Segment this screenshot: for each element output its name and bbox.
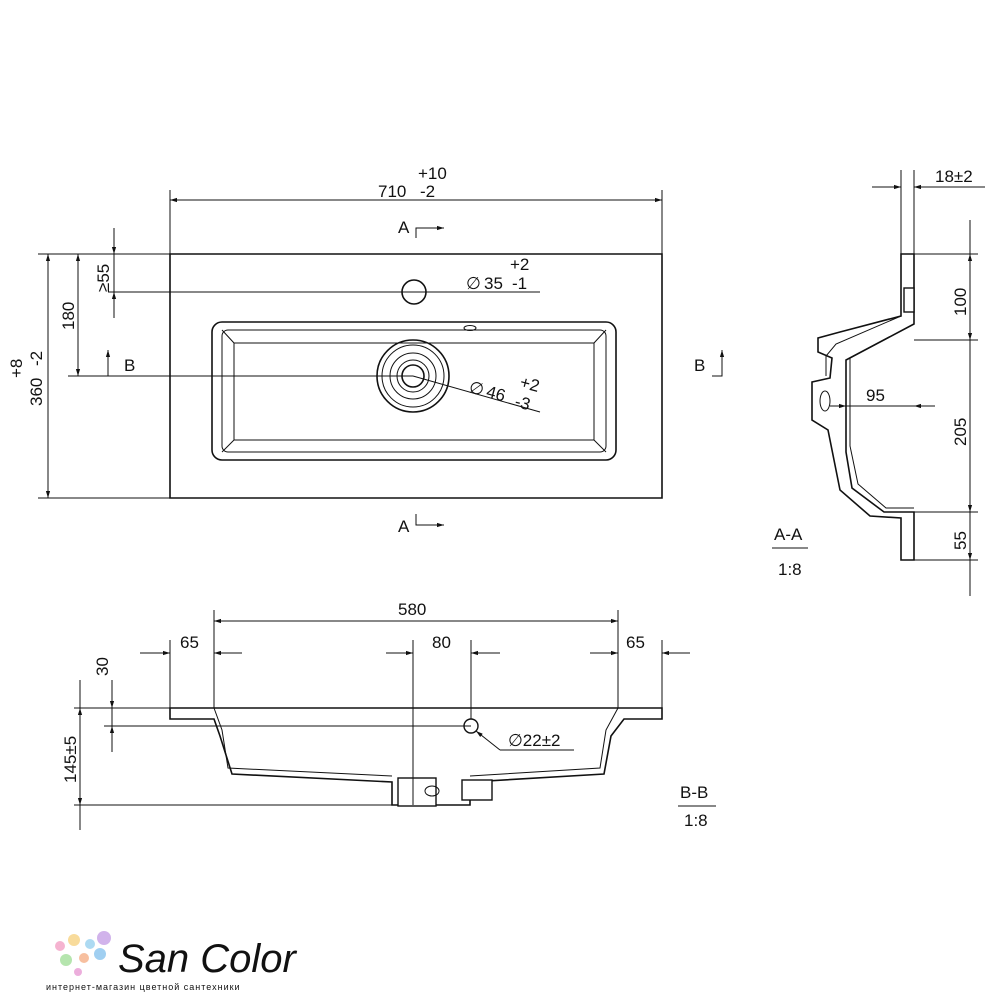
watermark-color-dots bbox=[55, 931, 111, 976]
watermark-dot bbox=[85, 939, 95, 949]
basin-outline bbox=[169, 253, 663, 499]
svg-text:A: A bbox=[398, 218, 410, 237]
top-view: +10 710 -2 +8 360 -2 180 ≥55 +2 ∅ 35 -1 … bbox=[7, 164, 725, 536]
bb-dim-580: 580 bbox=[398, 600, 426, 619]
bb-dim-65-right: 65 bbox=[626, 633, 645, 652]
bb-overflow-channel bbox=[461, 779, 493, 801]
width-dim-upper-tol: +10 bbox=[418, 164, 447, 183]
watermark-brand-name: San Color bbox=[118, 937, 298, 981]
depth-dim-upper-tol: +8 bbox=[7, 359, 26, 378]
dim-180: 180 bbox=[59, 302, 78, 330]
overflow-slot bbox=[463, 325, 477, 331]
watermark-dot bbox=[60, 954, 72, 966]
sancolor-watermark: San Color интернет-магазин цветной санте… bbox=[46, 931, 298, 992]
bb-dim-30: 30 bbox=[93, 657, 112, 676]
aa-dim-95: 95 bbox=[866, 386, 885, 405]
bowl-outer-rim bbox=[211, 321, 617, 461]
drain-lower-tol: -3 bbox=[513, 392, 533, 414]
width-dim-lower-tol: -2 bbox=[420, 182, 435, 201]
aa-dim-55: 55 bbox=[951, 531, 970, 550]
dim-min-55: ≥55 bbox=[94, 264, 113, 292]
bowl-inner-rim bbox=[221, 329, 607, 453]
width-dim-value: 710 bbox=[378, 182, 406, 201]
bb-dim-65-left: 65 bbox=[180, 633, 199, 652]
section-aa: 18±2 100 205 55 95 A-A 1:8 bbox=[772, 167, 985, 596]
section-marker-a-top: A bbox=[398, 218, 444, 238]
tap-hole-upper-tol: +2 bbox=[510, 255, 529, 274]
watermark-dot bbox=[79, 953, 89, 963]
watermark-dot bbox=[94, 948, 106, 960]
bb-section-title: B-B bbox=[680, 783, 708, 802]
depth-dim-lower-tol: -2 bbox=[27, 351, 46, 366]
tap-hole-diameter-symbol: ∅ bbox=[466, 274, 481, 293]
tap-hole-value: 35 bbox=[484, 274, 503, 293]
svg-text:B: B bbox=[694, 356, 705, 375]
depth-dim-value: 360 bbox=[27, 378, 46, 406]
section-aa-profile bbox=[811, 253, 915, 561]
drain-upper-tol: +2 bbox=[518, 373, 542, 396]
watermark-dot bbox=[68, 934, 80, 946]
bb-overflow-hole-label: ∅22±2 bbox=[508, 731, 561, 750]
section-bb-profile bbox=[169, 707, 663, 806]
aa-dim-205: 205 bbox=[951, 418, 970, 446]
tap-hole-lower-tol: -1 bbox=[512, 274, 527, 293]
aa-dim-100: 100 bbox=[951, 288, 970, 316]
bb-drain-body bbox=[397, 777, 437, 807]
section-bb: 580 65 65 80 30 145±5 ∅22±2 B-B bbox=[61, 600, 716, 830]
aa-section-title: A-A bbox=[774, 525, 803, 544]
watermark-tagline: интернет-магазин цветной сантехники bbox=[46, 982, 241, 992]
watermark-dot bbox=[74, 968, 82, 976]
section-marker-b-right: B bbox=[694, 350, 725, 377]
bb-drain-link bbox=[424, 785, 440, 797]
aa-section-scale: 1:8 bbox=[778, 560, 802, 579]
bb-section-scale: 1:8 bbox=[684, 811, 708, 830]
bb-dim-145: 145±5 bbox=[61, 736, 80, 783]
watermark-dot bbox=[55, 941, 65, 951]
section-marker-b-left: B bbox=[105, 350, 135, 376]
svg-text:A: A bbox=[398, 517, 410, 536]
section-marker-a-bottom: A bbox=[398, 514, 444, 536]
aa-dim-thickness: 18±2 bbox=[935, 167, 973, 186]
drain-value: 46 bbox=[484, 382, 507, 405]
drain-diameter-symbol: ∅ bbox=[467, 378, 486, 400]
section-aa-overflow bbox=[819, 390, 831, 412]
section-aa-mounting-block bbox=[903, 287, 915, 313]
watermark-dot bbox=[97, 931, 111, 945]
bb-dim-80: 80 bbox=[432, 633, 451, 652]
svg-text:B: B bbox=[124, 356, 135, 375]
